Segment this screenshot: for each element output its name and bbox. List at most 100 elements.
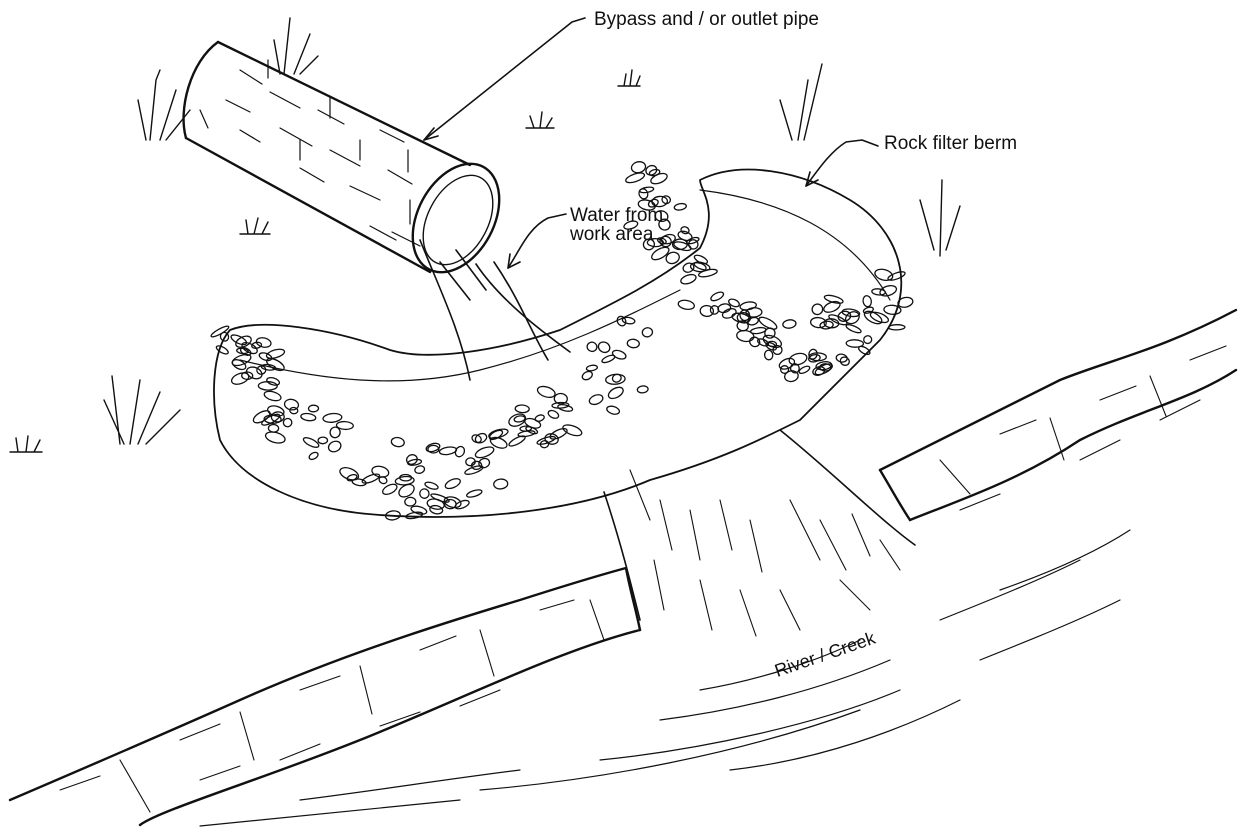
rock [300,413,316,422]
rock [258,351,273,362]
bank-texture-lines [60,346,1226,812]
rock [381,482,398,496]
grass-tuft [618,70,640,86]
rock [740,301,757,311]
rock [410,505,427,516]
rock [418,488,430,500]
rock [822,299,841,314]
rock [888,325,904,330]
rock [547,409,560,420]
rock [561,423,583,438]
river-water-lines [200,530,1130,826]
rock [466,488,483,498]
rock [361,472,380,485]
rock [637,385,649,393]
pipe-leader-line [424,18,585,140]
rock [536,384,556,399]
rock [405,497,417,506]
rock [586,364,598,371]
grass-tuft [920,180,960,256]
rock [627,339,640,348]
rock [710,290,725,302]
rock [606,405,621,416]
rock [271,411,285,422]
grass-tuft [274,18,318,74]
rock [302,436,320,450]
rock [581,370,594,382]
rock [641,327,653,338]
rock [493,479,508,490]
rock [329,427,340,439]
grass-tuft [104,376,180,444]
berm-label: Rock filter berm [884,134,1017,154]
grass-tuft [780,64,822,140]
water-label-line-1: Water from [570,206,663,225]
rock [862,295,872,307]
rock [649,171,668,185]
rock [407,459,421,466]
rock [338,465,360,482]
rock [625,171,646,185]
rock [798,365,811,375]
grass-tuft [526,112,554,128]
rock [263,390,282,403]
rock [323,413,343,424]
rock [750,327,766,335]
rock [782,319,796,329]
rock [268,424,279,432]
berm-leader-line [806,140,878,186]
rock [863,335,872,344]
grass-tuft [240,218,270,234]
grass-tuft [138,70,190,140]
rock [607,385,625,401]
rock [289,407,298,414]
grass-tuft [10,436,42,452]
water-label-line-2: work area [570,225,663,244]
rock [264,430,286,445]
rock [308,405,318,412]
rock [810,302,824,316]
river-banks [10,310,1236,825]
rock [601,354,616,364]
rock [845,323,862,334]
grass-tufts [10,18,960,452]
rock [824,294,844,305]
rock [430,492,450,503]
rock [717,303,731,313]
rock [638,187,650,200]
rock [674,203,687,211]
rock [630,160,646,174]
rock [597,340,612,354]
rock [439,446,457,456]
rock [474,445,495,460]
pipe-label: Bypass and / or outlet pipe [594,10,819,30]
rock [748,336,761,349]
rock [857,345,871,356]
rock [588,393,604,406]
rock [680,273,698,286]
rock [371,465,390,479]
rock [678,299,695,310]
rock [414,465,425,474]
rock [515,405,529,413]
rock [346,473,357,482]
rock [391,437,405,448]
rock [736,330,754,343]
rock [677,230,693,242]
water-leader-line [508,214,566,268]
rock [464,464,484,476]
rock [534,414,545,423]
water-label: Water from work area [570,206,663,244]
rock [728,298,741,309]
rock [327,439,343,453]
rock [478,457,491,469]
rock [764,350,773,360]
rock [318,437,328,444]
outlet-pipe [184,42,517,287]
rock [231,358,248,372]
rock [308,451,319,461]
rock [444,477,462,491]
rock [586,341,597,352]
rock [721,307,737,320]
